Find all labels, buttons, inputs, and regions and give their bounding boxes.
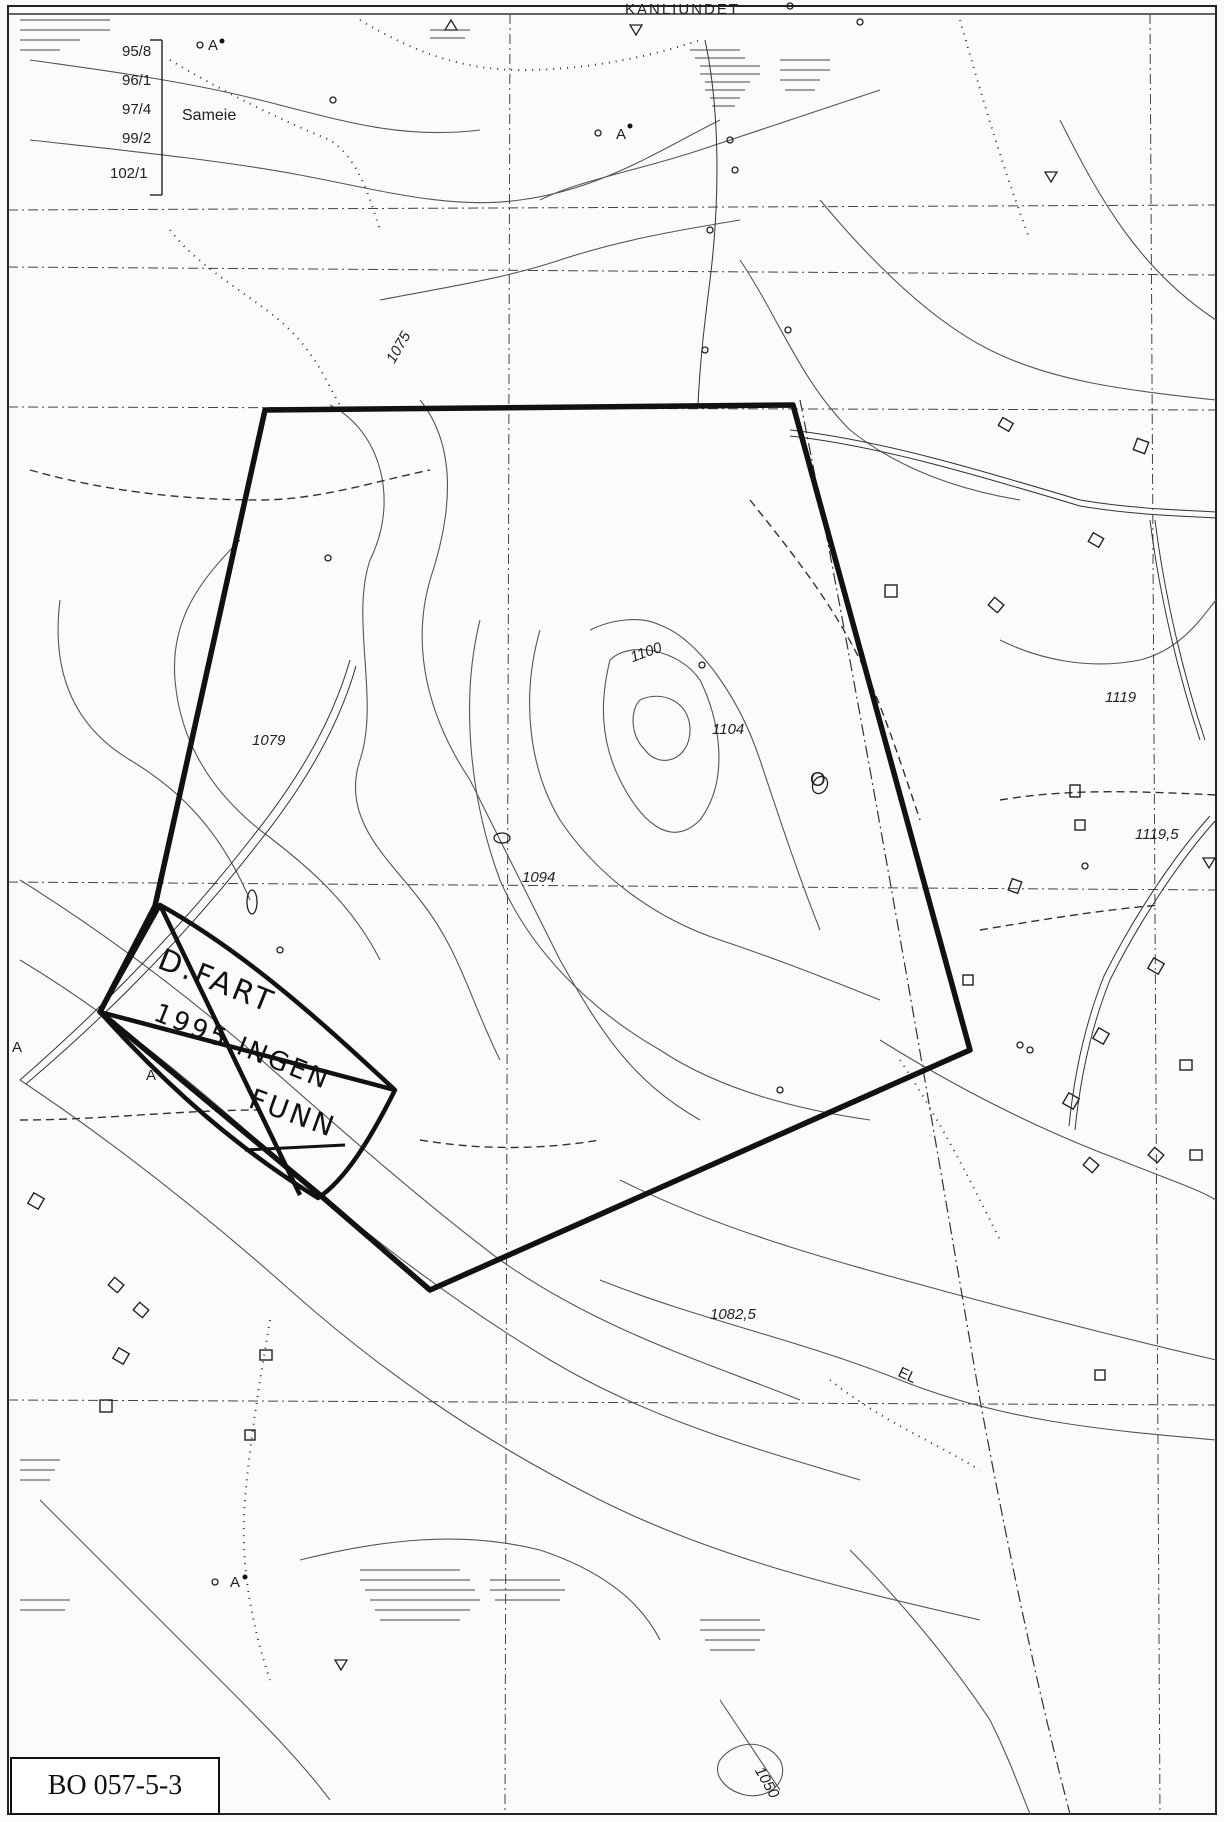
crossed-out-area [97, 902, 398, 1201]
marsh-areas [20, 19, 830, 1651]
marker-a-5: A [230, 1574, 241, 1591]
elevation-label-1094: 1094 [522, 869, 556, 886]
map-frame [7, 5, 1217, 1815]
marker-o: O [810, 769, 826, 791]
parcel-entry-5: 102/1 [110, 165, 148, 182]
map-symbols [196, 2, 1217, 1672]
dashed-tracks [19, 469, 1217, 1149]
roads [19, 39, 1217, 1131]
parcel-list-bracket [150, 39, 163, 196]
elevation-label-1119: 1119 [1105, 689, 1137, 706]
header-text: KANLIUNDET [625, 1, 741, 18]
map-grid [7, 13, 1217, 1815]
dotted-paths [169, 19, 1031, 1681]
contour-lines [19, 59, 1217, 1815]
elevation-label-1082-5: 1082,5 [710, 1306, 756, 1323]
parcel-entry-4: 99/2 [122, 130, 152, 147]
sheet-id-box: BO 057-5-3 [10, 1757, 220, 1815]
power-line [799, 399, 1071, 1815]
parcel-entry-3: 97/4 [122, 101, 152, 118]
parcel-entry-1: 95/8 [122, 43, 152, 60]
sheet-id-text: BO 057-5-3 [47, 1770, 183, 1801]
marker-a-2: A [616, 126, 627, 143]
handwriting-underline [244, 1143, 346, 1152]
parcel-entry-2: 96/1 [122, 72, 152, 89]
marker-a-3: A [12, 1039, 23, 1056]
survey-area-outline [97, 402, 973, 1293]
marker-a-1: A [208, 37, 219, 54]
elevation-label-1079: 1079 [252, 732, 286, 749]
elevation-label-1104: 1104 [712, 721, 745, 738]
elevation-label-1119-5: 1119,5 [1135, 826, 1179, 843]
map-dots [219, 38, 633, 1580]
marker-a-4: A [146, 1067, 157, 1084]
map-buildings [26, 416, 1203, 1441]
parcel-group-label: Sameie [182, 107, 237, 124]
